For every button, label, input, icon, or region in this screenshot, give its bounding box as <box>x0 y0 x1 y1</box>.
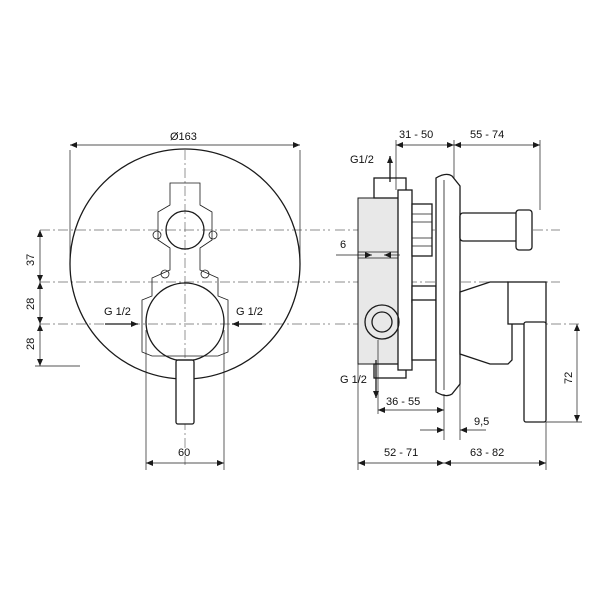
lever-arm-side <box>507 281 547 325</box>
side-view: 31 - 50 55 - 74 G1/2 6 G 1/2 36 - 55 9,5… <box>335 129 582 470</box>
thread-right-label: G 1/2 <box>236 306 263 318</box>
dim-28-upper-label: 28 <box>25 298 37 310</box>
dim-9-5-label: 9,5 <box>474 416 489 428</box>
mounting-lug-mid-right <box>200 269 210 279</box>
dim-63-82-label: 63 - 82 <box>470 447 504 459</box>
thread-top-label: G1/2 <box>350 154 374 166</box>
dim-36-55-label: 36 - 55 <box>386 396 420 408</box>
lever-handle <box>175 359 195 425</box>
valve-spindle-upper <box>411 203 433 257</box>
dim-52-71-label: 52 - 71 <box>384 447 418 459</box>
diameter-label: Ø163 <box>170 131 197 143</box>
lever-handle-side <box>523 321 547 423</box>
dim-6-label: 6 <box>340 239 346 251</box>
diverter-knob <box>165 210 205 250</box>
cartridge-block <box>411 299 437 361</box>
dim-55-74-label: 55 - 74 <box>470 129 504 141</box>
dim-37-label: 37 <box>25 254 37 266</box>
mounting-lug-top-right <box>208 230 218 240</box>
mounting-box-outline <box>141 182 229 357</box>
thread-bottom-label: G 1/2 <box>340 374 367 386</box>
lever-body-side <box>459 281 513 365</box>
dim-72-label: 72 <box>563 372 575 384</box>
front-view: Ø163 37 28 28 G 1/2 G 1/2 60 <box>25 131 330 470</box>
side-inlet-fitting-outer <box>364 304 400 340</box>
cover-plate-profile <box>435 173 461 397</box>
dim-31-50-label: 31 - 50 <box>399 129 433 141</box>
mounting-lug-top-left <box>152 230 162 240</box>
width-60-label: 60 <box>178 447 190 459</box>
mounting-box-front-face <box>397 189 413 371</box>
side-inlet-fitting-inner <box>371 311 393 333</box>
diverter-knob-cap <box>515 209 533 251</box>
thread-left-label: G 1/2 <box>104 306 131 318</box>
dim-28-lower-label: 28 <box>25 338 37 350</box>
mounting-lug-mid-left <box>160 269 170 279</box>
